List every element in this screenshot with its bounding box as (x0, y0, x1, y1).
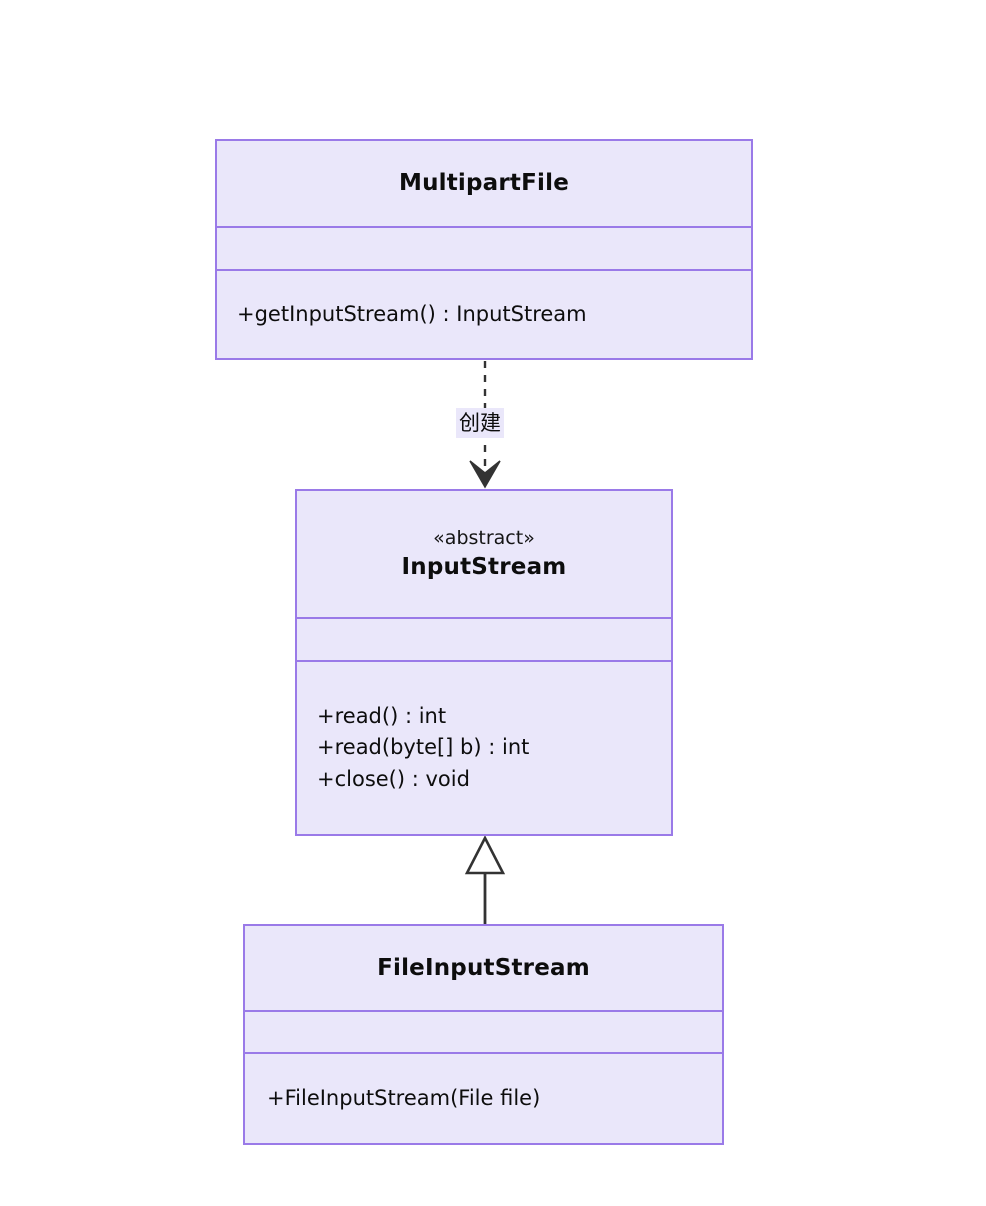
class-header-fileinputstream: FileInputStream (245, 926, 722, 1010)
class-method-item: +close() : void (317, 766, 470, 791)
class-attributes-multipartfile (217, 226, 751, 269)
generalization-arrowhead (464, 835, 506, 875)
class-attributes-fileinputstream (245, 1010, 722, 1052)
class-name-multipartfile: MultipartFile (398, 170, 570, 197)
uml-class-inputstream[interactable]: «abstract» InputStream +read() : int +re… (295, 489, 673, 836)
dependency-arrowhead (469, 460, 501, 489)
class-methods-fileinputstream: +FileInputStream(File file) (245, 1052, 722, 1143)
class-name-fileinputstream: FileInputStream (377, 954, 590, 981)
class-method-item: +read() : int (317, 704, 447, 729)
class-methods-inputstream: +read() : int +read(byte[] b) : int +clo… (297, 660, 671, 834)
class-method-item: +getInputStream() : InputStream (237, 301, 587, 326)
class-methods-multipartfile: +getInputStream() : InputStream (217, 269, 751, 358)
class-header-multipartfile: MultipartFile (217, 141, 751, 226)
class-stereotype-inputstream: «abstract» (433, 527, 535, 550)
generalization-connector-inherits (464, 835, 506, 924)
class-header-inputstream: «abstract» InputStream (297, 491, 671, 617)
relationship-label-creates: 创建 (456, 408, 504, 439)
uml-class-fileinputstream[interactable]: FileInputStream +FileInputStream(File fi… (243, 924, 724, 1145)
uml-class-multipartfile[interactable]: MultipartFile +getInputStream() : InputS… (215, 139, 753, 360)
class-method-item: +read(byte[] b) : int (317, 735, 530, 760)
class-attributes-inputstream (297, 617, 671, 660)
class-method-item: +FileInputStream(File file) (267, 1085, 541, 1110)
class-name-inputstream: InputStream (401, 553, 567, 580)
